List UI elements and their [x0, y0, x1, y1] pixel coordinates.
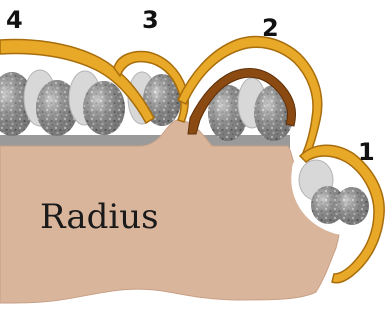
- tendon: [83, 81, 125, 135]
- compartment-4-label: 4: [6, 6, 23, 34]
- compartment-1-label: 1: [358, 138, 375, 166]
- compartment-4-tendons: [0, 70, 125, 136]
- tendon: [335, 187, 369, 225]
- bone-label: Radius: [40, 197, 159, 237]
- compartment-3-label: 3: [142, 6, 159, 34]
- compartment-2-label: 2: [262, 14, 279, 42]
